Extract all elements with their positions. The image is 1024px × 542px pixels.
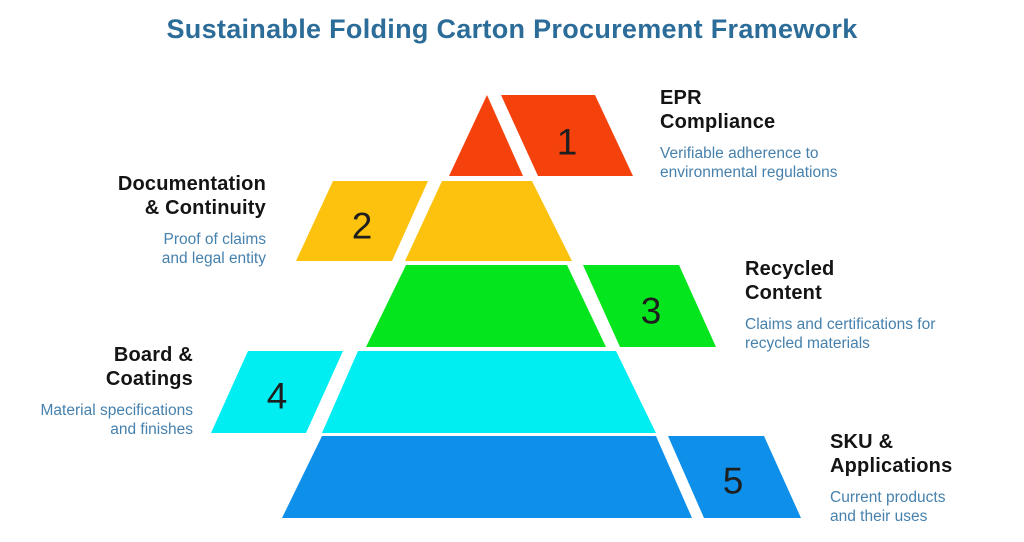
level-2-number: 2 [352,206,373,247]
level-2-label: Documentation & Continuity Proof of clai… [118,172,266,268]
pyramid-level-2-tab [296,181,428,261]
level-5-desc-line2: and their uses [830,508,928,525]
level-2-desc-line1: Proof of claims [163,231,266,248]
level-3-desc-line1: Claims and certifications for [745,316,936,333]
level-4-label: Board & Coatings Material specifications… [41,343,193,439]
level-5-desc-line1: Current products [830,489,946,506]
page-title: Sustainable Folding Carton Procurement F… [166,14,858,44]
level-2-description: Proof of claims and legal entity [118,230,266,268]
level-4-title-line2: Coatings [105,368,193,390]
pyramid-level-5-shape [282,436,692,518]
level-3-desc-line2: recycled materials [745,335,870,352]
level-4-title-line1: Board & [113,344,193,366]
pyramid-level-5-tab [668,436,801,518]
level-4-number: 4 [267,376,288,417]
level-3-description: Claims and certifications for recycled m… [745,315,935,353]
level-5-number: 5 [723,461,744,502]
level-1-desc-line1: Verifiable adherence to [660,145,819,162]
level-3-title-line1: Recycled [745,258,835,280]
level-1-title-line2: Compliance [660,111,776,133]
level-5-title-line2: Applications [830,455,953,477]
level-1-title: EPR Compliance [660,86,838,134]
level-5-title: SKU & Applications [830,430,952,478]
level-1-label: EPR Compliance Verifiable adherence to e… [660,86,838,182]
level-2-title: Documentation & Continuity [118,172,266,220]
level-4-desc-line2: and finishes [110,421,193,438]
level-5-title-line1: SKU & [830,431,894,453]
level-5-label: SKU & Applications Current products and … [830,430,952,526]
level-4-title: Board & Coatings [41,343,193,391]
pyramid-level-4-shape [322,351,656,433]
level-2-title-line2: & Continuity [144,197,266,219]
pyramid-level-3-shape [366,265,606,347]
pyramid-level-4-tab [211,351,343,433]
level-5-description: Current products and their uses [830,488,952,526]
level-4-description: Material specifications and finishes [41,401,193,439]
level-3-title-line2: Content [745,282,822,304]
level-3-title: Recycled Content [745,257,935,305]
level-1-number: 1 [557,122,578,163]
level-4-desc-line1: Material specifications [40,402,193,419]
level-1-desc-line2: environmental regulations [660,164,838,181]
pyramid-level-3-tab [583,265,716,347]
level-2-desc-line2: and legal entity [161,250,266,267]
level-1-description: Verifiable adherence to environmental re… [660,144,838,182]
level-3-label: Recycled Content Claims and certificatio… [745,257,935,353]
level-2-title-line1: Documentation [117,173,266,195]
pyramid-level-2-shape [405,181,572,261]
pyramid-level-1-tab [501,95,633,176]
level-1-title-line1: EPR [660,87,702,109]
level-3-number: 3 [641,291,662,332]
pyramid-level-1-shape [449,95,523,176]
